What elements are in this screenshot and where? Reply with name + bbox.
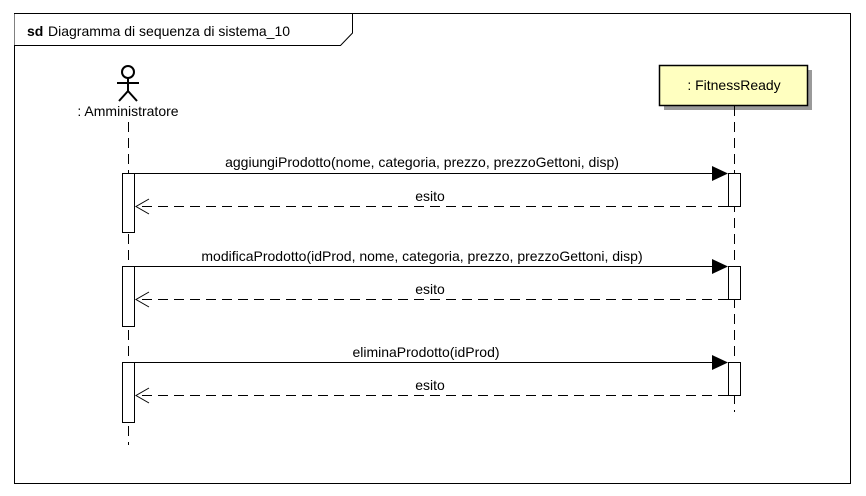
system-activation-bar	[728, 173, 741, 207]
frame-title: Diagramma di sequenza di sistema_10	[48, 23, 290, 39]
message-label: modificaProdotto(idProd, nome, categoria…	[201, 248, 642, 264]
reply-arrowhead	[134, 198, 150, 215]
message-label: eliminaProdotto(idProd)	[352, 344, 499, 360]
message-label: aggiungiProdotto(nome, categoria, prezzo…	[225, 154, 619, 170]
stick-figure-icon	[117, 65, 139, 102]
actor-label: : Amministratore	[77, 103, 178, 119]
reply-arrowhead	[134, 387, 150, 404]
message-arrowhead	[712, 355, 728, 370]
frame-title-tab	[14, 13, 353, 46]
frame-keyword: sd	[27, 23, 43, 39]
system-activation-bar	[728, 362, 741, 396]
system-activation-bar	[728, 266, 741, 300]
system-participant-box	[658, 64, 809, 107]
message-arrowhead	[712, 166, 728, 181]
actor-activation-bar	[122, 266, 135, 327]
reply-label: esito	[415, 188, 445, 204]
actor-activation-bar	[122, 173, 135, 233]
system-label: : FitnessReady	[687, 77, 780, 93]
actor-activation-bar	[122, 362, 135, 423]
message-arrowhead	[712, 259, 728, 274]
reply-arrowhead	[134, 291, 150, 308]
reply-label: esito	[415, 281, 445, 297]
reply-label: esito	[415, 377, 445, 393]
